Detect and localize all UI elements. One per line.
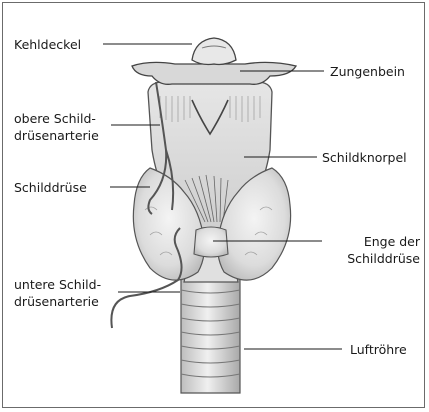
label-luftroehre: Luftröhre — [350, 341, 407, 358]
label-kehldeckel: Kehldeckel — [14, 36, 81, 53]
label-obere-schilddruesenarterie: obere Schild- drüsenarterie — [14, 110, 99, 144]
trachea — [181, 276, 240, 393]
label-schilddruese: Schilddrüse — [14, 179, 87, 196]
label-obere-line2: drüsenarterie — [14, 127, 99, 144]
label-obere-line1: obere Schild- — [14, 110, 99, 127]
hyoid-bone — [132, 62, 296, 84]
label-untere-line1: untere Schild- — [14, 276, 101, 293]
epiglottis — [192, 38, 236, 65]
label-enge-line2: Schilddrüse — [328, 250, 420, 267]
label-untere-schilddruesenarterie: untere Schild- drüsenarterie — [14, 276, 101, 310]
label-untere-line2: drüsenarterie — [14, 293, 101, 310]
label-zungenbein: Zungenbein — [330, 63, 405, 80]
label-enge-line1: Enge der — [328, 233, 420, 250]
label-enge-der-schilddruese: Enge der Schilddrüse — [328, 233, 420, 267]
label-schildknorpel: Schildknorpel — [322, 149, 407, 166]
